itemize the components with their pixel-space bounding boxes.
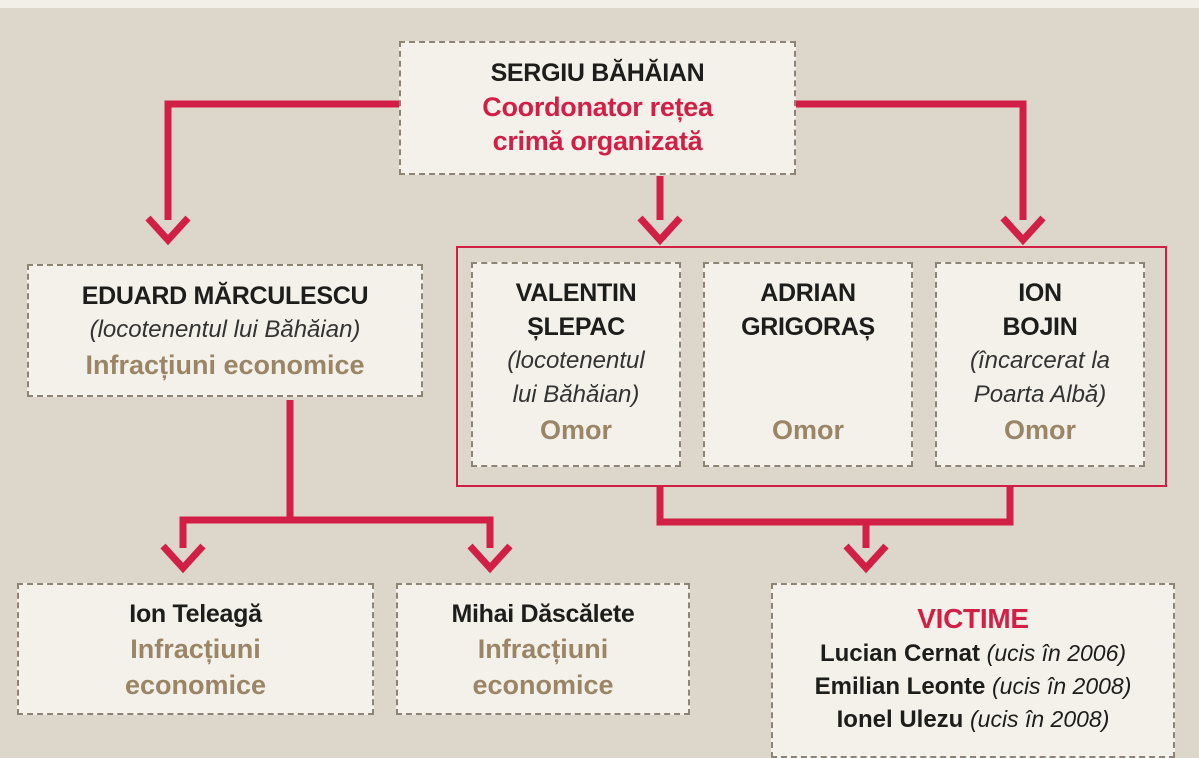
dascalete-name: Mihai Dăscălete	[451, 600, 635, 628]
arrowhead-teleaga	[160, 543, 206, 574]
victim-note: (ucis în 2008)	[992, 673, 1132, 699]
grigoras-box: ADRIAN GRIGORAȘ Omor	[703, 262, 913, 467]
slepac-note-line1: (locotenentul	[507, 347, 645, 374]
victims-title: VICTIME	[917, 603, 1029, 634]
teleaga-name: Ion Teleagă	[129, 600, 262, 628]
leader-role-line2: crimă organizată	[492, 126, 703, 156]
connector-group-victims	[656, 487, 1014, 526]
bojin-note-line1: (încarcerat la	[969, 347, 1111, 374]
grigoras-name-line2: GRIGORAȘ	[741, 313, 875, 341]
teleaga-box: Ion Teleagă Infracțiuni economice	[17, 583, 374, 715]
slepac-box: VALENTIN ȘLEPAC (locotenentul lui Băhăia…	[471, 262, 681, 467]
teleaga-crime-line2: economice	[124, 670, 267, 700]
connector-leader-right	[796, 100, 1027, 220]
arrowhead-center	[637, 215, 683, 246]
marculescu-note: (locotenentul lui Băhăian)	[89, 316, 361, 343]
bojin-name-line1: ION	[1018, 279, 1062, 307]
victim-name: Lucian Cernat	[819, 640, 980, 667]
bojin-name-line2: BOJIN	[1002, 313, 1078, 341]
victim-name: Emilian Leonte	[814, 673, 986, 700]
grigoras-crime: Omor	[771, 415, 844, 445]
slepac-note-line2: lui Băhăian)	[512, 381, 640, 408]
victim-name: Ionel Ulezu	[836, 706, 964, 733]
bojin-crime: Omor	[1003, 415, 1076, 445]
killers-group-frame	[456, 246, 1167, 487]
dascalete-box: Mihai Dăscălete Infracțiuni economice	[396, 583, 690, 715]
slepac-name-line1: VALENTIN	[515, 279, 637, 307]
marculescu-crime: Infracțiuni economice	[85, 350, 365, 380]
victim-note: (ucis în 2008)	[970, 706, 1110, 732]
grigoras-name-line1: ADRIAN	[760, 279, 856, 307]
dascalete-crime-line1: Infracțiuni	[477, 634, 609, 664]
victims-box: VICTIME Lucian Cernat (ucis în 2006) Emi…	[771, 583, 1175, 758]
arrowhead-bojin	[1000, 215, 1046, 246]
arrowhead-marculescu	[145, 215, 191, 246]
slepac-crime: Omor	[539, 415, 612, 445]
top-band	[0, 0, 1199, 8]
victim-note: (ucis în 2006)	[986, 640, 1127, 666]
leader-name: SERGIU BĂHĂIAN	[490, 59, 705, 87]
marculescu-box: EDUARD MĂRCULESCU (locotenentul lui Băhă…	[27, 264, 423, 397]
connector-leader-left	[164, 100, 400, 220]
teleaga-crime-line1: Infracțiuni	[130, 634, 261, 664]
marculescu-name: EDUARD MĂRCULESCU	[81, 282, 369, 310]
arrowhead-victims	[843, 543, 889, 574]
arrowhead-dascalete	[467, 543, 513, 574]
victim-item: Lucian Cernat (ucis în 2006)	[820, 637, 1126, 670]
dascalete-crime-line2: economice	[472, 670, 614, 700]
connector-subordinates	[179, 516, 494, 548]
leader-box: SERGIU BĂHĂIAN Coordonator rețea crimă o…	[399, 41, 796, 175]
bojin-box: ION BOJIN (încarcerat la Poarta Albă) Om…	[935, 262, 1145, 467]
victim-item: Ionel Ulezu (ucis în 2008)	[837, 703, 1110, 736]
slepac-name-line2: ȘLEPAC	[527, 313, 625, 341]
leader-role-line1: Coordonator rețea	[482, 92, 713, 122]
bojin-note-line2: Poarta Albă)	[973, 381, 1107, 408]
victim-item: Emilian Leonte (ucis în 2008)	[815, 670, 1132, 703]
